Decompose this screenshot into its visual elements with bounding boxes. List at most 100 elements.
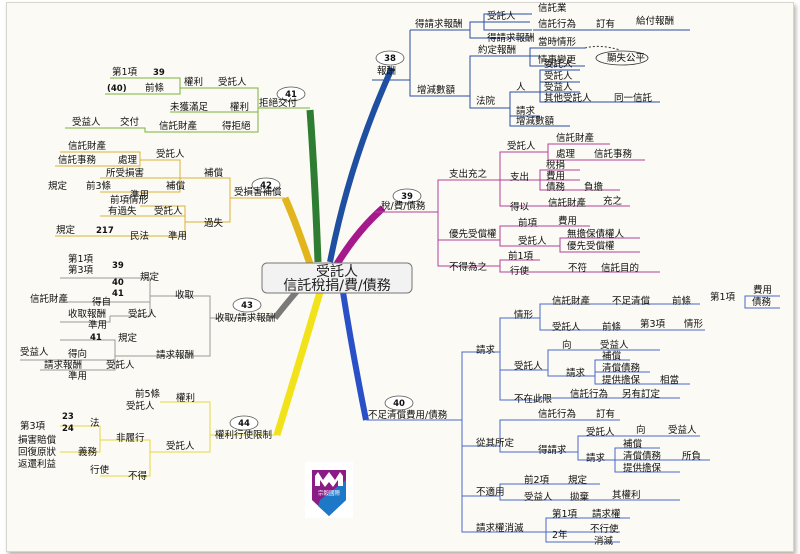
label: 受託人 — [518, 235, 547, 247]
label: 充之 — [603, 195, 623, 207]
label: 受託人 — [544, 70, 573, 82]
label: 24 — [62, 424, 74, 434]
label: 信託目的 — [601, 262, 639, 274]
label: 不得 — [128, 470, 148, 482]
main-branches — [272, 66, 395, 437]
label: 請求報酬 — [156, 349, 194, 361]
label-44-main: 權利行使限制 — [215, 429, 272, 441]
logo: 宗毅國際 — [305, 462, 353, 518]
label: 41 — [90, 333, 102, 343]
label: 前條 — [145, 82, 165, 94]
label: 損害賠償 — [18, 434, 57, 446]
label: 規定 — [118, 332, 138, 344]
label: 受益人 — [600, 339, 629, 351]
center-title-line1: 受託人 — [316, 264, 358, 280]
label: 向 — [636, 424, 646, 436]
label: 不符 — [568, 262, 587, 274]
logo-caption: 宗毅國際 — [318, 489, 341, 497]
label: 第3項 — [68, 264, 94, 276]
label: 行使 — [90, 464, 110, 476]
label: 受託人 — [156, 148, 185, 160]
label: 不適用 — [476, 486, 505, 498]
label: 增減數額 — [516, 115, 555, 127]
label: 準用 — [168, 230, 187, 242]
label: 前1項 — [508, 250, 534, 262]
label: 信託事務 — [58, 154, 97, 166]
label: 信託業 — [538, 2, 567, 14]
label: 其權利 — [612, 489, 641, 501]
label: 受益人 — [20, 346, 49, 358]
label: 請求權消滅 — [476, 522, 524, 534]
label: 準用 — [130, 189, 149, 201]
label: 規定 — [568, 474, 588, 486]
label: 請求報酬 — [44, 359, 82, 371]
label: 第1項 — [710, 291, 736, 303]
label: 無擔保債權人 — [567, 228, 625, 240]
label: 信託財產 — [30, 293, 69, 305]
badge-39: 39 — [392, 188, 422, 204]
label: 信託行為 — [570, 388, 608, 400]
label: 前項 — [518, 217, 538, 229]
label: 信託財產 — [556, 132, 595, 144]
branch-38 — [327, 66, 395, 263]
label-40-main: 不足清償費用/債務 — [368, 409, 448, 421]
label: 信託財產 — [548, 197, 587, 209]
label: 受益人 — [524, 491, 553, 503]
label: (40) — [107, 84, 127, 94]
label: 規定 — [48, 180, 68, 192]
label: 不行使 — [590, 523, 619, 535]
label: 受託人 — [166, 440, 195, 452]
label: 權利 — [176, 392, 195, 404]
label: 得向 — [68, 348, 87, 360]
label: 準用 — [68, 370, 87, 382]
branch-42-labels: 受損害補償 信託財產 信託事務 處理 受託人 所受損害 補償 補償 規定 前3條… — [48, 140, 282, 242]
label: 得自 — [92, 296, 111, 308]
label: 債務 — [546, 181, 566, 193]
label: 40 — [112, 278, 124, 288]
badge-43: 43 — [232, 297, 262, 313]
label: 規定 — [140, 271, 160, 283]
label: 前3條 — [86, 180, 112, 192]
center-title-line2: 信託稅捐/費/債務 — [283, 278, 390, 294]
label: 不得為之 — [449, 261, 488, 273]
badge-42: 42 — [251, 177, 281, 193]
label: 交付 — [120, 116, 140, 128]
label: 第3項 — [640, 318, 666, 330]
label: 所受損害 — [106, 167, 144, 179]
label: 受託人 — [552, 321, 581, 333]
label: 人 — [516, 82, 526, 93]
label: 另有訂定 — [622, 388, 661, 400]
label: 受託人 — [487, 10, 516, 22]
label: 情事變更 — [538, 54, 577, 66]
label: 規定 — [56, 224, 76, 236]
label: 支出充之 — [449, 168, 488, 180]
label: 信託財產 — [68, 140, 107, 152]
label: 39 — [112, 261, 124, 271]
label: 受託人 — [586, 426, 615, 438]
label: 訂有 — [596, 408, 615, 420]
label: 217 — [96, 226, 114, 236]
label: 受託人 — [106, 359, 135, 371]
svg-text:40: 40 — [393, 399, 405, 409]
label: 權利 — [230, 101, 249, 113]
branch-43-labels: 收取/請求報酬 第1項 第3項 39 40 41 規定 收取 信託財產 得自 收… — [20, 253, 275, 382]
label: 回復原狀 — [18, 446, 57, 458]
unfair-bubble — [595, 50, 649, 66]
label: 返還利益 — [18, 458, 57, 470]
center-node: 受託人 信託稅捐/費/債務 — [261, 262, 413, 294]
label: 信託行為 — [538, 408, 576, 420]
label: 41 — [112, 289, 124, 299]
label: 債務 — [752, 296, 772, 308]
badge-38: 38 — [375, 50, 405, 66]
logo-stripe — [318, 480, 346, 516]
branch-41-lines — [65, 77, 310, 133]
label: 優先受償權 — [567, 240, 615, 252]
branch-42 — [281, 196, 314, 266]
label: 費用 — [558, 215, 577, 227]
branch-40-labels: 不足清償費用/債務 請求 情形 信託財產 不足清償 前條 第1項 費用 債務 受… — [368, 284, 772, 547]
label: 39 — [153, 68, 165, 78]
label: 費用 — [546, 170, 565, 182]
svg-text:38: 38 — [384, 54, 396, 64]
label: 受託人 — [126, 400, 155, 412]
